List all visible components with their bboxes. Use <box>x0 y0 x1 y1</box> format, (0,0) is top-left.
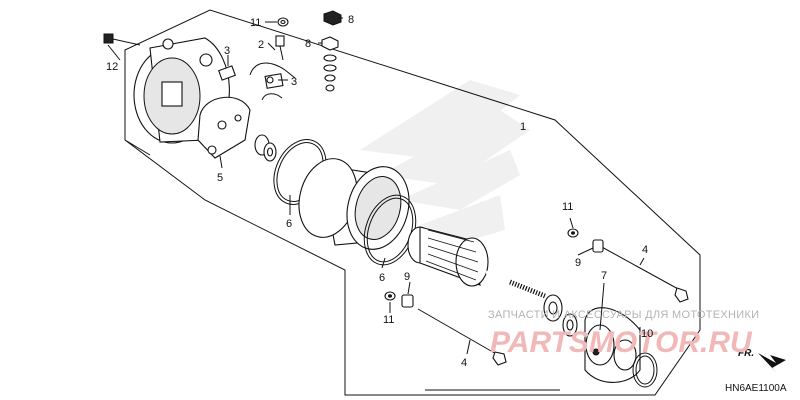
o-ring-10-part <box>632 352 658 388</box>
callout-6-rear: 6 <box>286 218 292 230</box>
callout-6-front: 6 <box>379 272 385 284</box>
terminal-2-part <box>249 35 296 101</box>
long-bolt-4-upper-part <box>599 245 689 303</box>
callout-8-top: 8 <box>348 14 354 26</box>
armature-part <box>407 226 556 302</box>
callout-11-right: 11 <box>562 201 573 213</box>
diagram-code: HN6AE1100A <box>725 383 787 394</box>
front-bearing-part <box>543 294 563 322</box>
callout-3-right: 3 <box>291 76 297 88</box>
washer-9-upper-part <box>592 239 604 253</box>
yoke-motor-case-part <box>298 158 410 250</box>
callout-4-lower: 4 <box>461 357 467 369</box>
brush-3-right-part <box>264 73 284 89</box>
callout-11-top: 11 <box>250 17 261 29</box>
terminal-nut-stack-part <box>321 10 342 92</box>
washer-9-lower-part <box>401 294 414 308</box>
callout-10: 10 <box>641 328 653 340</box>
oil-seal-part <box>562 313 578 337</box>
watermark-caption: ЗАПЧАСТИ И АКСЕССУАРЫ ДЛЯ МОТОТЕХНИКИ <box>488 309 759 321</box>
callout-8-middle: 8 <box>305 38 311 50</box>
callout-7: 7 <box>601 270 607 282</box>
callout-4-upper: 4 <box>642 244 648 256</box>
callout-9-lower: 9 <box>404 271 410 283</box>
callout-12: 12 <box>106 61 118 73</box>
brush-holder-plate-part <box>197 96 251 159</box>
callout-9-upper: 9 <box>575 257 581 269</box>
leader-lines <box>107 17 645 355</box>
callout-1: 1 <box>520 121 526 133</box>
assembly-frame <box>124 9 701 396</box>
washer-11-lower-part <box>384 291 396 301</box>
callout-labels: 1 2 3 3 4 4 5 6 6 7 8 8 9 9 10 11 11 11 … <box>106 14 653 369</box>
brand-wing-watermark <box>360 80 530 240</box>
callout-3-left: 3 <box>224 45 230 57</box>
washer-11-right-part <box>567 228 579 238</box>
callout-5: 5 <box>217 172 223 184</box>
brush-3-left-part <box>218 65 236 81</box>
washer-11-top-part <box>277 17 289 27</box>
callout-11-lower: 11 <box>383 314 394 326</box>
watermark-logo: PARTSMOTOR.RU <box>490 326 753 359</box>
armature-washer-part <box>254 134 277 162</box>
front-direction-arrow: FR. <box>738 348 786 372</box>
direction-label: FR. <box>738 348 754 359</box>
callout-2: 2 <box>258 39 264 51</box>
bolt-12-part <box>103 33 141 46</box>
front-cover-part <box>584 307 641 383</box>
long-bolt-4-lower-part <box>417 308 507 366</box>
